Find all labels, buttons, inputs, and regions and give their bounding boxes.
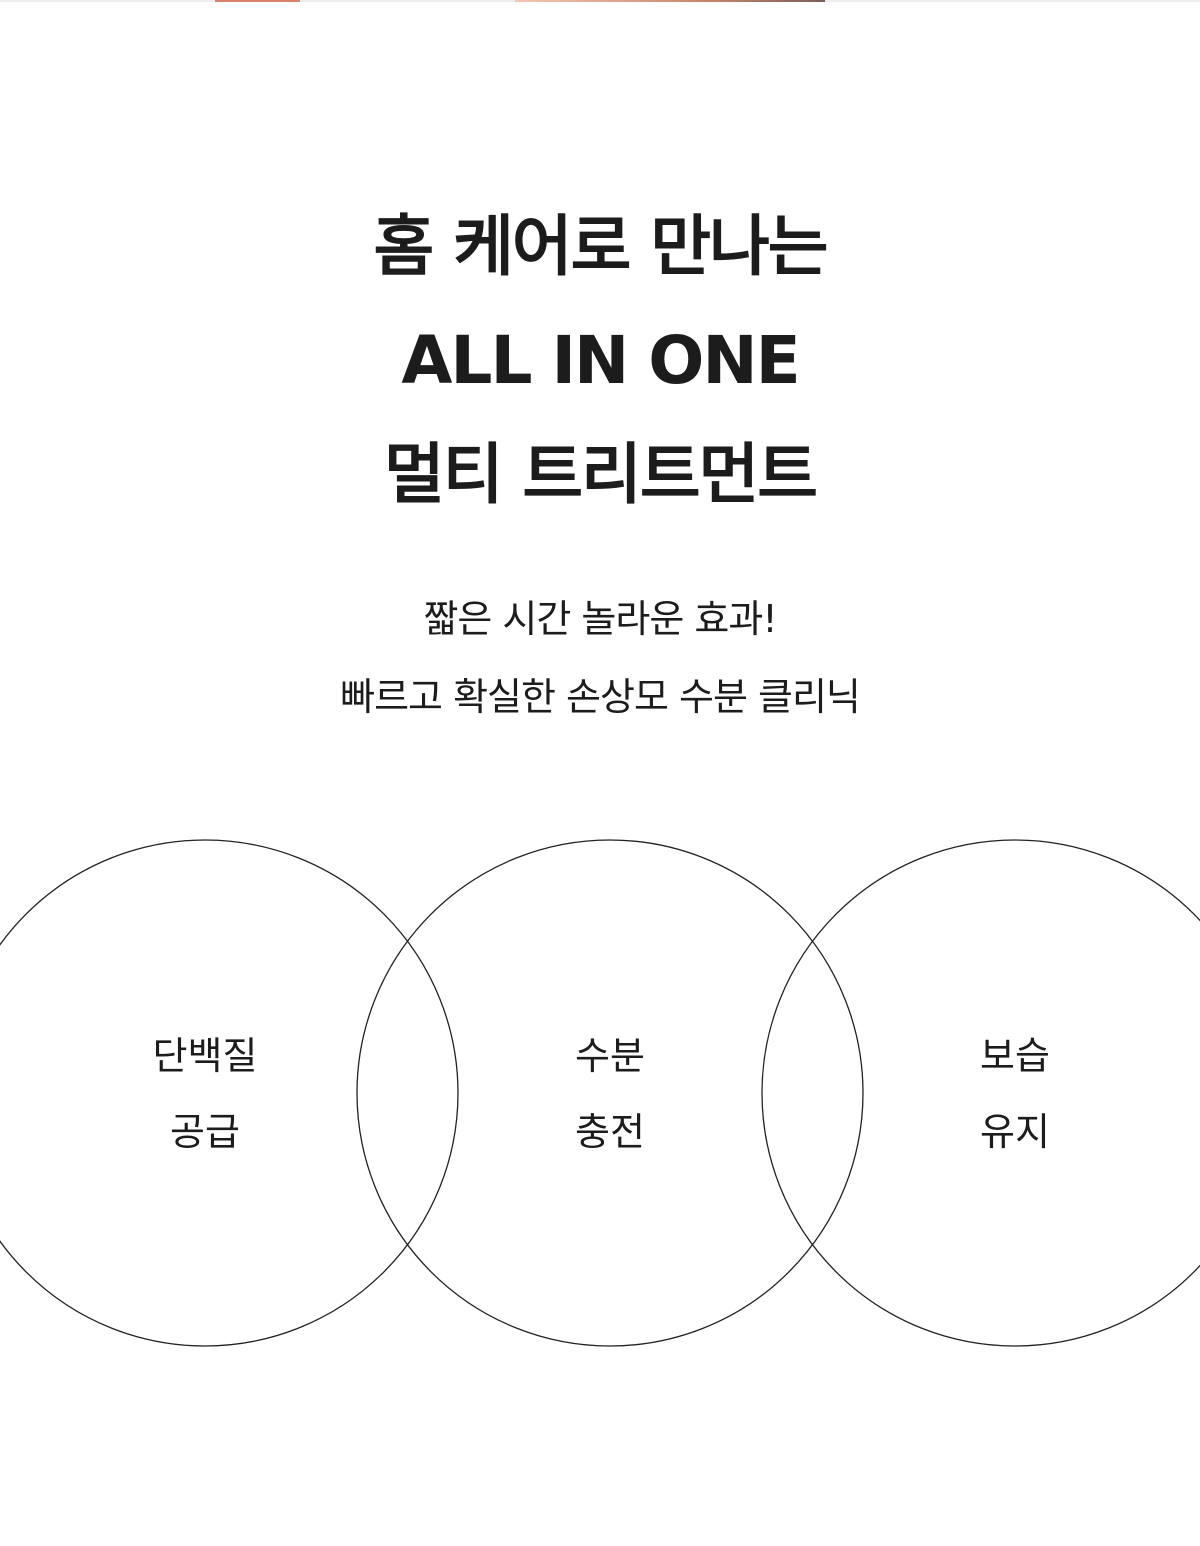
circle-label-hydration: 보습 유지 (865, 1018, 1165, 1170)
subtitle-line-2: 빠르고 확실한 손상모 수분 클리닉 (340, 675, 861, 719)
circle-label-moisture: 수분 충전 (460, 1018, 760, 1170)
circle-protein (0, 839, 459, 1347)
subtitle: 짧은 시간 놀라운 효과! 빠르고 확실한 손상모 수분 클리닉 (0, 580, 1200, 736)
circle-hydration (761, 839, 1200, 1347)
headline: 홈 케어로 만나는 ALL IN ONE 멀티 트리트먼트 (0, 190, 1200, 532)
headline-line-1: 홈 케어로 만나는 (373, 208, 829, 285)
label-line: 보습 (980, 1034, 1050, 1078)
label-line: 공급 (170, 1110, 240, 1154)
subtitle-line-1: 짧은 시간 놀라운 효과! (423, 597, 777, 641)
label-line: 충전 (575, 1110, 645, 1154)
circle-label-protein: 단백질 공급 (55, 1018, 355, 1170)
label-line: 수분 (575, 1034, 645, 1078)
headline-line-2: ALL IN ONE (401, 322, 800, 399)
label-line: 단백질 (152, 1034, 258, 1078)
top-image-edge (0, 0, 1200, 2)
headline-line-3: 멀티 트리트먼트 (383, 436, 818, 513)
circle-moisture (356, 839, 864, 1347)
label-line: 유지 (980, 1110, 1050, 1154)
